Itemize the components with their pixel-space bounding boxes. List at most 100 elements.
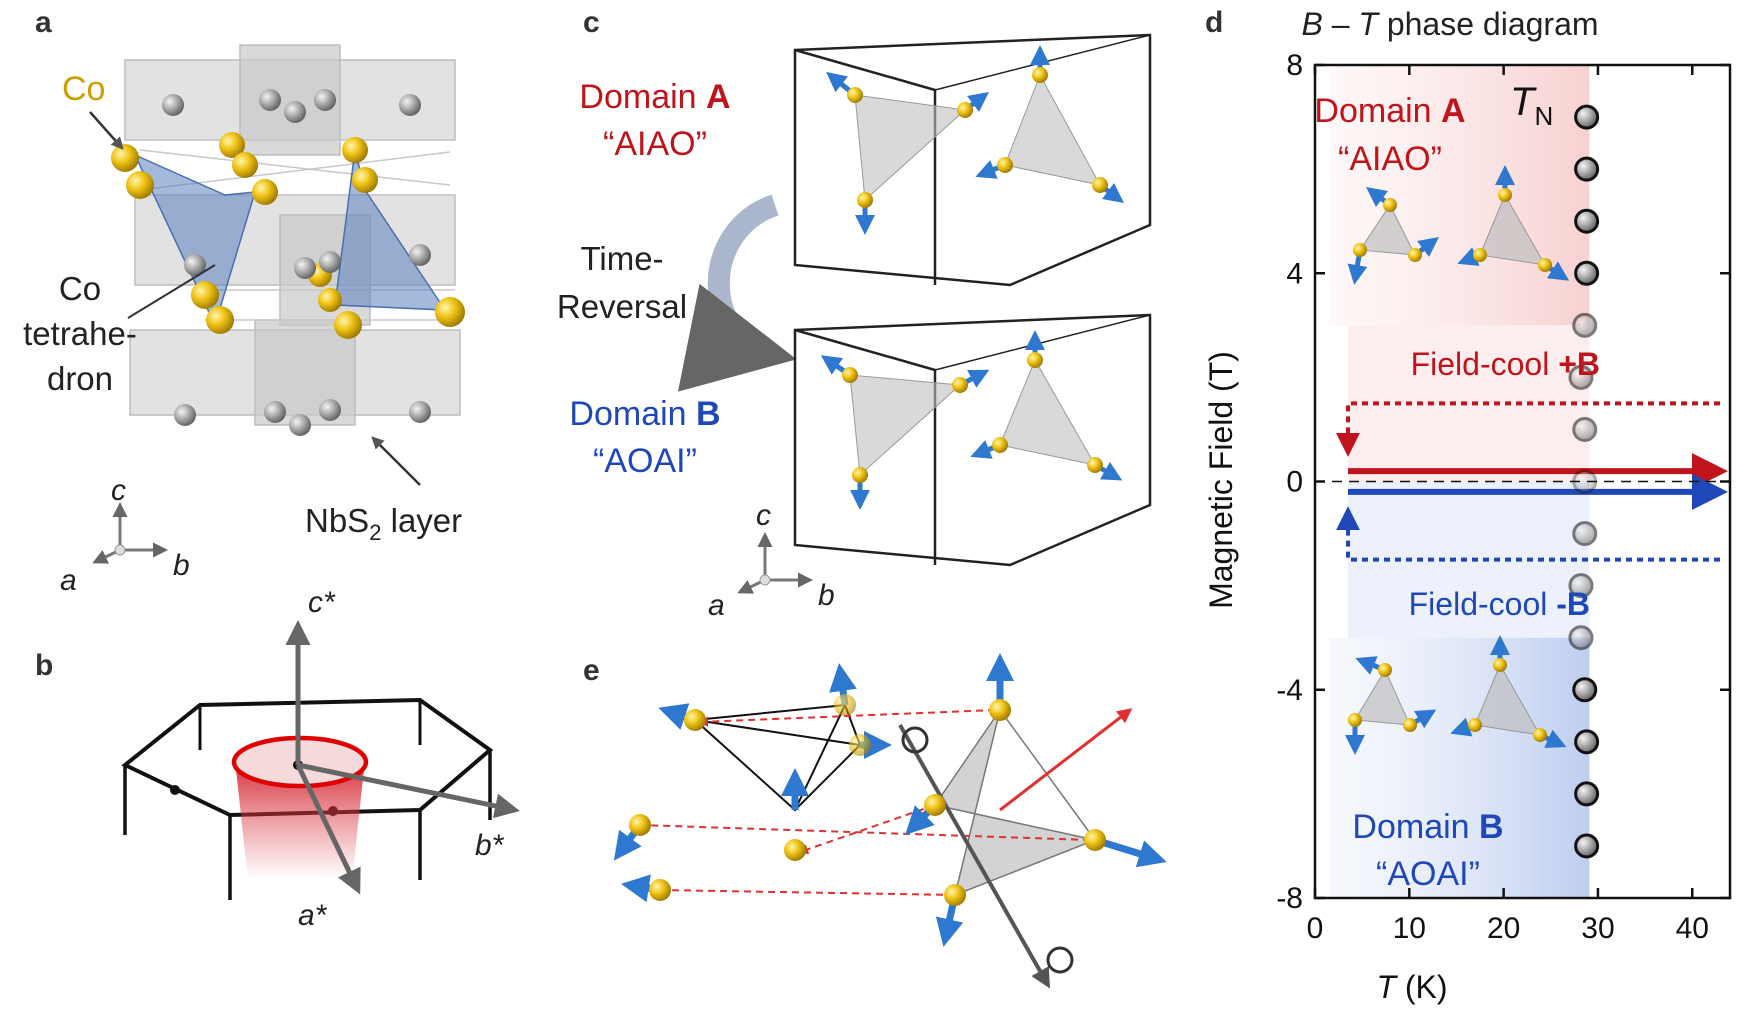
data-point (1574, 833, 1600, 859)
red-axis (999, 708, 1133, 812)
data-point (1568, 625, 1594, 651)
field-cool-arrows (1336, 401, 1728, 562)
data-point (1572, 416, 1598, 442)
data-point (1574, 208, 1600, 234)
large-tetra (933, 709, 1098, 897)
cube-top-tetra (854, 73, 1101, 202)
panel-e: e (583, 653, 1167, 989)
panel-b: b c* b* a* (35, 586, 520, 932)
nbs2-prefix: NbS (305, 502, 369, 539)
x-tick-label: 30 (1581, 912, 1614, 945)
panel-label-e: e (583, 654, 600, 687)
d-inset-bottom (1345, 635, 1567, 755)
panel-label-d: d (1205, 6, 1223, 39)
rotation-marker-bottom (1046, 946, 1074, 974)
axis-astar: a* (298, 899, 328, 932)
tetra-label-3: dron (47, 360, 113, 397)
d-xlabel: T (K) (1376, 969, 1447, 1005)
time-reversal-arrow (677, 194, 797, 392)
data-point (1574, 104, 1600, 130)
e-spins (613, 653, 1167, 947)
x-tick-label: 40 (1676, 912, 1709, 945)
d-fc-plus: Field-cool +B (1411, 346, 1600, 382)
cube-bottom (793, 313, 1152, 567)
panel-label-a: a (35, 6, 52, 39)
cube-co-atoms (842, 67, 1108, 483)
d-inset-top (1347, 165, 1570, 285)
axis-c-c: c (756, 499, 771, 532)
d-domain-b-sub: “AOAI” (1376, 855, 1480, 893)
axis-b-c: b (818, 579, 835, 612)
fc-minus-path (1336, 506, 1720, 562)
axes-triad-c: c a b (708, 499, 835, 622)
axis-bstar-line (297, 762, 520, 819)
cube-top (793, 33, 1152, 287)
data-point (1568, 573, 1594, 599)
d-title: B – T phase diagram (1301, 6, 1598, 42)
bz-point-1 (170, 785, 180, 795)
mapping-lines (638, 709, 1091, 896)
d-domain-a-sub: “AIAO” (1338, 140, 1442, 178)
small-tetra (692, 703, 863, 812)
axis-bstar: b* (475, 829, 505, 862)
data-point (1572, 312, 1598, 338)
panel-a: a Co (23, 6, 465, 597)
x-tick-label: 0 (1307, 912, 1324, 945)
y-tick-label: 4 (1286, 257, 1303, 290)
data-point (1568, 364, 1594, 390)
axis-astar-line (295, 763, 361, 895)
panel-label-c: c (583, 6, 600, 39)
y-tick-label: 8 (1286, 49, 1303, 82)
d-domain-a: Domain A (1314, 92, 1465, 130)
tetra-label-1: Co (59, 270, 101, 307)
x-tick-label: 20 (1487, 912, 1520, 945)
brillouin-zone (121, 697, 494, 900)
nbs2-sub: 2 (369, 520, 381, 545)
red-cone-fade (235, 760, 365, 880)
fc-plus-path (1336, 401, 1720, 457)
nbs2-suffix: layer (381, 502, 462, 539)
tetra-label-2: tetrahe- (23, 315, 137, 352)
e-co-atoms (629, 694, 1106, 906)
x-tick-label: 10 (1393, 912, 1426, 945)
chart-axes: 0 10 20 30 40 -8 -4 0 4 8 (1276, 49, 1732, 945)
data-point (1574, 729, 1600, 755)
axis-a-a: a (60, 564, 77, 597)
data-point (1572, 677, 1598, 703)
axis-cstar: c* (308, 586, 336, 619)
panel-d: d B – T phase diagram (1203, 6, 1732, 1005)
axis-a-c: a (708, 589, 725, 622)
panel-label-b: b (35, 649, 53, 682)
y-tick-label: 0 (1286, 466, 1303, 499)
data-point (1574, 781, 1600, 807)
panel-c: c Domain A “AIAO” Time- Reversal Domain … (557, 6, 1152, 622)
y-tick-label: -4 (1276, 674, 1303, 707)
c-time-reversal-1: Time- (580, 240, 663, 277)
data-point (1572, 521, 1598, 547)
rotation-axis (898, 724, 1050, 989)
tetra-pointer (127, 264, 216, 319)
axis-c-a: c (111, 474, 126, 507)
d-tn-label: TN (1510, 80, 1553, 131)
d-fc-minus: Field-cool -B (1409, 586, 1590, 622)
axes-triad-a: c a b (60, 474, 190, 597)
rotation-marker-top (901, 726, 929, 754)
band-domain-b (1329, 637, 1590, 898)
c-time-reversal-2: Reversal (557, 288, 687, 325)
axis-b-a: b (173, 549, 190, 582)
nbs2-label: NbS2 layer (305, 502, 462, 545)
d-domain-b: Domain B (1352, 808, 1503, 846)
d-ylabel: Magnetic Field (T) (1203, 351, 1239, 609)
y-tick-label: -8 (1276, 882, 1303, 915)
tn-points (1568, 104, 1600, 859)
nbs2-pointer (371, 436, 421, 486)
cube-bottom-tetra (849, 358, 1096, 477)
c-domain-b: Domain B (569, 395, 720, 433)
data-point (1574, 156, 1600, 182)
c-domain-a-sub: “AIAO” (603, 125, 707, 163)
data-point (1574, 260, 1600, 286)
nb-atoms (162, 89, 431, 436)
c-domain-a: Domain A (579, 78, 730, 116)
c-domain-b-sub: “AOAI” (593, 442, 697, 480)
